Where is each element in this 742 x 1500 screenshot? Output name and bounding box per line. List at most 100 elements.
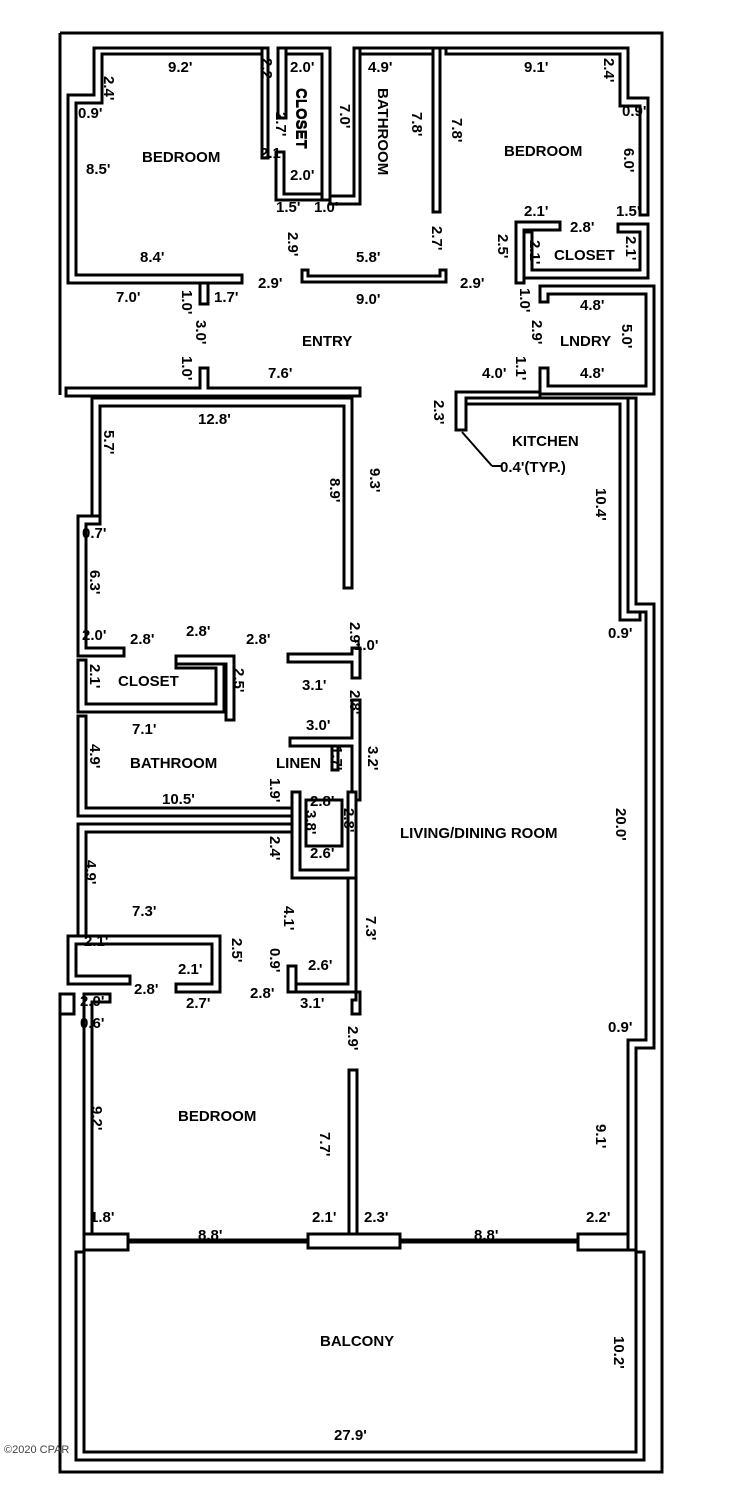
dimension-label: 2.4' [100,76,117,100]
entry-wall-west [198,281,210,306]
room-label-linen: LINEN [276,755,321,772]
dimension-label: 9.1' [524,59,548,76]
dimension-label: 2.9' [258,275,282,292]
dimension-label: 7.3' [132,903,156,920]
dimension-label: 7.1' [132,721,156,738]
dimension-label: 7.3' [362,916,379,940]
bedroom-s-door-jamb [58,992,76,1016]
kitchen-walls [464,396,642,622]
west-closet-walls [76,514,126,658]
dimension-label: 9.3' [366,468,383,492]
dimension-label: 0.9' [78,105,102,122]
dimension-label: 10.2' [610,1336,627,1369]
window-pier-w [82,1232,130,1252]
dimension-label: 9.2' [88,1106,105,1130]
dimension-label: 3.0' [306,717,330,734]
dimension-label: 2.8' [250,985,274,1002]
dimension-label: 2.9' [344,1026,361,1050]
dimension-label: 2.9' [284,232,301,256]
west-low-closet-walls [66,934,222,994]
dimension-label: 2.2 [258,58,275,79]
bathroom-n-walls [358,46,442,56]
dimension-label: 7.8' [448,118,465,142]
closet-ne-walls [514,220,562,285]
entry-wall-south [64,366,362,398]
dimension-label: 1.0' [178,356,195,380]
dimension-label: 5.0' [618,324,635,348]
dimension-label: 2.7' [186,995,210,1012]
dimension-label: 1.0' [314,199,338,216]
hall-lower-walls [288,876,362,1016]
dimension-label: 1.8' [90,1209,114,1226]
bathroom-n-east-wall [431,46,442,214]
room-label-entry: ENTRY [302,333,352,350]
dimension-label: 2.1' [312,1209,336,1226]
dimension-label: 9.2' [168,59,192,76]
dimension-label: 4.8' [580,365,604,382]
window-pier-e [576,1232,630,1252]
dimension-label: 1.9' [266,778,283,802]
dimension-label: 4.9' [82,860,99,884]
room-label-closet-n: CLOSET [293,88,310,149]
dimension-label: 2.4' [266,836,283,860]
dimension-label: 2.1' [526,240,543,264]
dimension-label: 8.8' [474,1227,498,1244]
bedroom-s-east-wall [347,1068,359,1240]
dimension-label: 0.7' [82,525,106,542]
dimension-label: 3.1' [302,677,326,694]
dimension-label: 2.1' [178,961,202,978]
closet-wall-nw-a [260,46,270,160]
dimension-label: 0.6' [80,1015,104,1032]
bedroom-ne-walls [440,46,650,217]
dimension-label: 2.1 [260,145,281,162]
dimension-label: 8.9' [326,478,343,502]
room-label-bathroom-n: BATHROOM [374,88,391,175]
dimension-label: 7.8' [408,112,425,136]
window-pier-center [306,1232,402,1250]
dimension-label: 2.8' [570,219,594,236]
room-label-balcony: BALCONY [320,1333,394,1350]
dimension-label: 10.4' [592,488,609,521]
dimension-label: 7.0' [116,289,140,306]
dimension-label: 4.9' [368,59,392,76]
dimension-label: 7.6' [268,365,292,382]
dimension-label: 2.5' [228,938,245,962]
dimension-label: 1.0' [516,288,533,312]
kitchen-note: 0.4'(TYP.) [500,459,566,476]
dimension-label: 4.1' [280,906,297,930]
dimension-label: 4.8' [580,297,604,314]
dimension-label: 2.1' [86,664,103,688]
dimension-label: 2.8' [340,808,357,832]
dimension-label: 2.1' [84,933,108,950]
dimension-label: 2.7' [272,112,289,136]
dimension-label: 2.8' [246,631,270,648]
dimension-label: 2.6' [308,957,332,974]
dimension-label: 2.7' [428,226,445,250]
dimension-label: 2.6' [310,845,334,862]
dimension-label: 2.8' [346,690,363,714]
bath-wall-n-a [284,46,332,202]
dimension-label: 3.0' [192,320,209,344]
bathroom-n-south-wall [300,268,448,284]
dimension-label: 2.0' [82,627,106,644]
dimension-label: 27.9' [334,1427,367,1444]
kitchen-counter-leader [461,431,493,467]
dimension-label: 2.1' [622,236,639,260]
dimension-label: 9.0' [356,291,380,308]
dimension-label: 1.0' [178,290,195,314]
west-mid-room-walls [76,822,294,946]
hall-core-inner [304,798,344,848]
dimension-label: 12.8' [198,411,231,428]
dimension-label: 2.8' [130,631,154,648]
dimension-label: 8.8' [198,1227,222,1244]
laundry-walls [538,284,656,396]
dimension-label: 4.0' [482,365,506,382]
room-label-closet-w: CLOSET [118,673,179,690]
dimension-label: 5.7' [100,430,117,454]
dimension-label: 2.3' [364,1209,388,1226]
closet-ne-box [522,222,650,280]
dimension-label: 2.5' [494,234,511,258]
dimension-label: 0.9' [266,948,283,972]
dimension-label: 20.0' [612,808,629,841]
